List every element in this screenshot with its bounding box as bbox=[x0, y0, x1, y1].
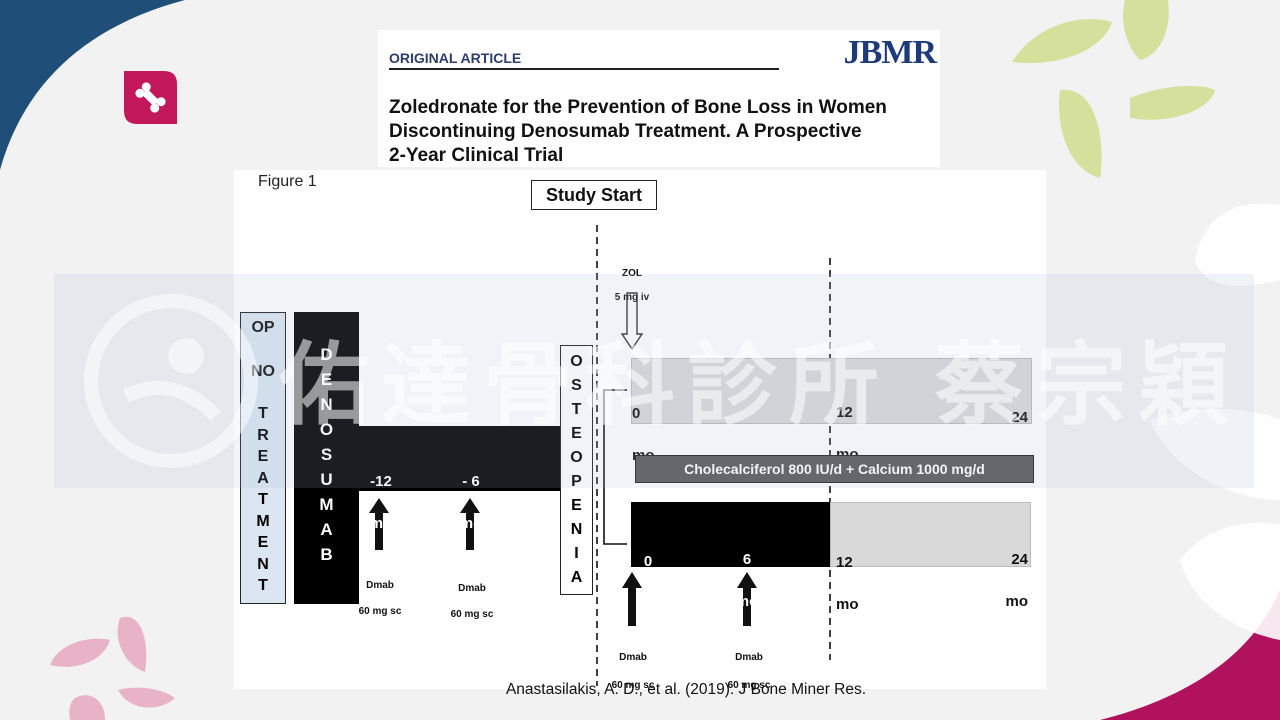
dose-arrows bbox=[369, 498, 757, 626]
vertical-letter: S bbox=[571, 377, 582, 394]
dmab-arm-time: 24 mo bbox=[1005, 551, 1029, 610]
journal-logo: JBMR bbox=[843, 34, 937, 71]
arrow-up-icon bbox=[369, 498, 389, 550]
pre-time-label: - 6 mo bbox=[459, 473, 483, 532]
dose-label: Dmab 60 mg sc bbox=[611, 652, 655, 691]
vertical-letter: M bbox=[256, 512, 270, 530]
supplement-label: Cholecalciferol 800 IU/d + Calcium 1000 … bbox=[684, 461, 985, 477]
citation: Anastasilakis, A. D., et al. (2019). J B… bbox=[505, 681, 867, 698]
section-label: ORIGINAL ARTICLE bbox=[389, 50, 522, 66]
dmab-arm-time: 12 mo bbox=[836, 554, 859, 613]
vertical-letter: O bbox=[570, 353, 583, 370]
logo bbox=[124, 71, 177, 124]
zol-arm-bar bbox=[631, 358, 1032, 424]
arrow-up-icon bbox=[737, 572, 757, 626]
vertical-letter: T bbox=[571, 401, 582, 418]
vertical-letter: E bbox=[320, 370, 333, 389]
pre-study-treatment-bar bbox=[359, 426, 561, 491]
vertical-letter: T bbox=[258, 577, 268, 594]
section-rule bbox=[389, 68, 779, 70]
vertical-letter: A bbox=[570, 569, 583, 586]
dmab-arm-time: 0 mo bbox=[636, 553, 660, 612]
watermark: 佑達骨科診所 蔡宗穎 bbox=[54, 274, 1254, 488]
watermark-text: 佑達骨科診所 蔡宗穎 bbox=[279, 333, 1241, 438]
vertical-letter: A bbox=[257, 469, 269, 487]
figure-label: Figure 1 bbox=[258, 173, 317, 190]
vertical-letter: P bbox=[571, 473, 582, 490]
article-header: ORIGINAL ARTICLE JBMR Zoledronate for th… bbox=[378, 30, 940, 167]
vertical-letter: S bbox=[320, 445, 333, 464]
vertical-letter: E bbox=[257, 448, 269, 465]
pre-time-label: -12 mo bbox=[369, 473, 393, 532]
vertical-letter: A bbox=[320, 520, 333, 539]
dose-label: Dmab 60 mg sc bbox=[727, 652, 771, 691]
article-title: Zoledronate for the Prevention of Bone L… bbox=[389, 97, 887, 166]
zol-label: ZOL 5 mg iv bbox=[614, 268, 650, 303]
supplement-bar: Cholecalciferol 800 IU/d + Calcium 1000 … bbox=[635, 455, 1034, 483]
vertical-letter: T bbox=[258, 405, 268, 422]
vertical-letter: U bbox=[320, 470, 333, 489]
vertical-letter: O bbox=[570, 449, 583, 466]
vertical-letter: R bbox=[257, 426, 269, 444]
vertical-letter: N bbox=[570, 521, 583, 538]
green-leaf-cluster bbox=[1012, 0, 1215, 178]
arrow-up-icon bbox=[460, 498, 480, 550]
dmab-arm-bar bbox=[631, 502, 830, 567]
vertical-letter: E bbox=[257, 534, 269, 551]
dmab-arm-time: 6 mo bbox=[735, 551, 759, 610]
vertical-letter: N bbox=[320, 395, 333, 414]
post-dmab-bar bbox=[830, 502, 1031, 567]
watermark-logo-icon bbox=[84, 294, 258, 468]
randomization-bracket bbox=[603, 389, 627, 545]
corner-swoosh-blue bbox=[0, 0, 185, 170]
vertical-letter: N bbox=[257, 555, 269, 573]
vertical-letter: I bbox=[574, 545, 579, 562]
study-start-box: Study Start bbox=[531, 180, 657, 210]
corner-swoosh-magenta bbox=[1100, 590, 1280, 720]
pink-leaf-cluster bbox=[50, 616, 175, 720]
white-leaf-cluster bbox=[1150, 203, 1280, 640]
vertical-letter: M bbox=[319, 495, 334, 514]
arrow-up-icon bbox=[622, 572, 642, 626]
vertical-letter: E bbox=[571, 497, 582, 514]
bone-icon bbox=[124, 71, 177, 124]
vertical-letter: B bbox=[320, 545, 333, 564]
vertical-letter: T bbox=[258, 491, 268, 508]
vertical-letter: D bbox=[320, 345, 333, 364]
zol-arrow-icon bbox=[620, 292, 644, 351]
op-label: OP bbox=[251, 319, 275, 336]
dose-label: Dmab 60 mg sc bbox=[358, 580, 402, 617]
vertical-letter: E bbox=[571, 425, 582, 442]
vertical-letter: O bbox=[319, 420, 334, 439]
study-start-label: Study Start bbox=[545, 184, 642, 205]
dose-label: Dmab 60 mg sc bbox=[450, 583, 494, 620]
